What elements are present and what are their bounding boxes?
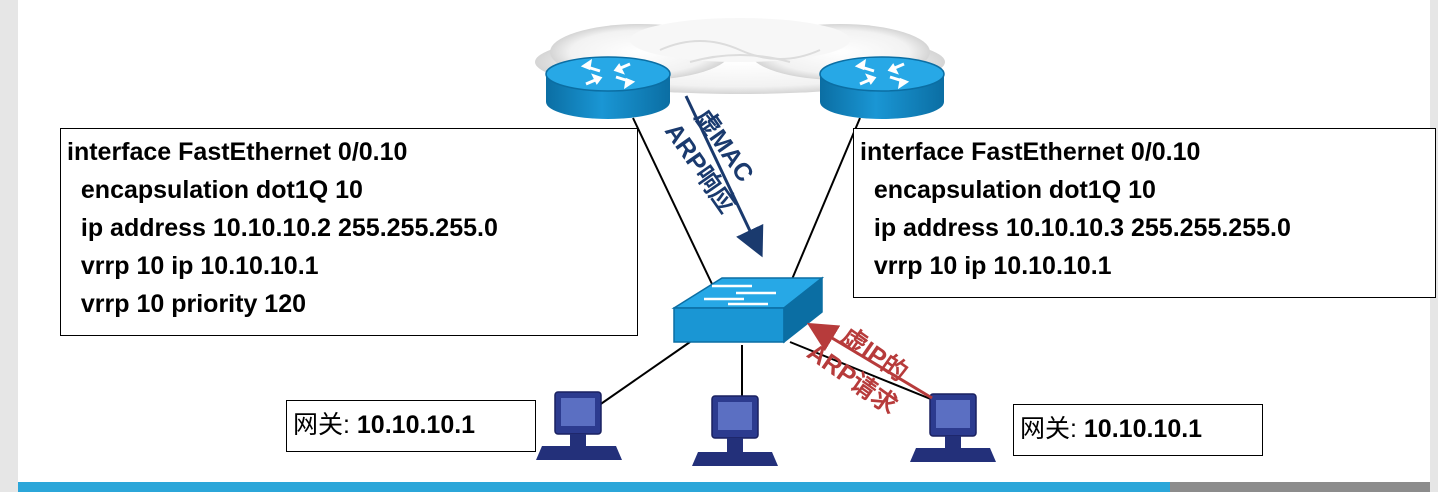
config-line: ip address 10.10.10.2 255.255.255.0: [67, 214, 498, 242]
link-router-left-switch: [632, 117, 713, 285]
gateway-left-box: 网关: 10.10.10.1: [286, 400, 536, 452]
gateway-value: 10.10.10.1: [356, 411, 476, 439]
router-left-config-box: interface FastEthernet 0/0.10 encapsulat…: [60, 128, 638, 336]
left-gutter: [0, 0, 18, 492]
arp-reply-arrow: [684, 95, 764, 258]
gateway-label: 网关:: [1020, 415, 1077, 443]
router-right-config-box: interface FastEthernet 0/0.10 encapsulat…: [853, 128, 1436, 298]
link-switch-pc-right: [789, 341, 939, 403]
pc-middle-icon: [692, 395, 778, 466]
config-line: encapsulation dot1Q 10: [860, 176, 1156, 204]
config-line: vrrp 10 ip 10.10.10.1: [860, 252, 1112, 280]
gateway-label: 网关:: [293, 411, 350, 439]
config-line: vrrp 10 ip 10.10.10.1: [67, 252, 319, 280]
links: [594, 117, 939, 409]
config-line: interface FastEthernet 0/0.10: [860, 138, 1201, 166]
router-left-icon: [545, 56, 671, 119]
pc-left-icon: [536, 391, 622, 460]
config-line: ip address 10.10.10.3 255.255.255.0: [860, 214, 1291, 242]
switch-icon: [671, 276, 825, 344]
gateway-value: 10.10.10.1: [1083, 415, 1203, 443]
bottom-accent-bar-gray: [1170, 482, 1430, 492]
bottom-accent-bar: [18, 482, 1430, 492]
gateway-right-box: 网关: 10.10.10.1: [1013, 404, 1263, 456]
pc-right-icon: [910, 393, 996, 462]
arp-request-arrow: [806, 322, 933, 400]
link-switch-pc-left: [594, 341, 691, 409]
config-line: encapsulation dot1Q 10: [67, 176, 363, 204]
link-router-right-switch: [789, 117, 861, 285]
router-right-icon: [819, 56, 945, 119]
config-line: interface FastEthernet 0/0.10: [67, 138, 408, 166]
config-line: vrrp 10 priority 120: [67, 290, 307, 318]
